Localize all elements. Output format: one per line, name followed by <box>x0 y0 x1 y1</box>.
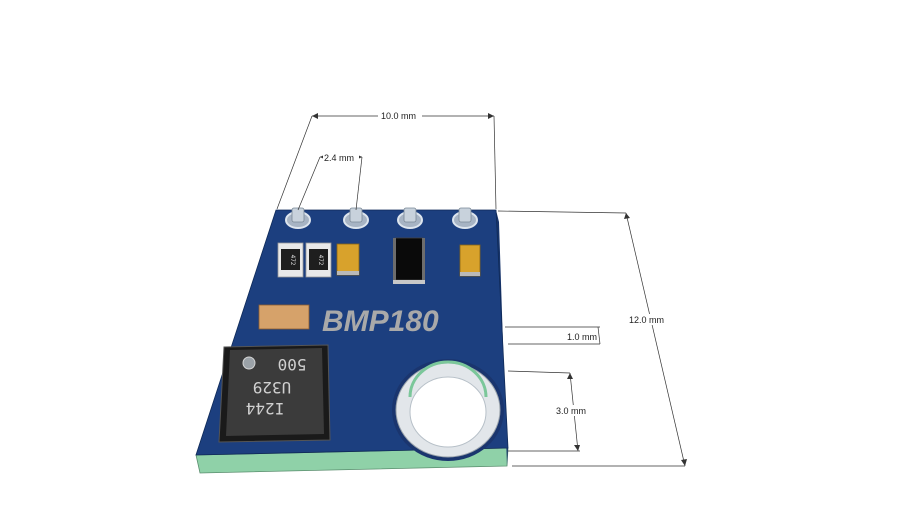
mounting-hole <box>392 359 504 461</box>
capacitor-1 <box>336 243 360 276</box>
dim-board-length: 12.0 mm <box>629 315 664 325</box>
chip-text-line1: 500 <box>278 355 307 374</box>
pressure-sensor-chip: 500 U329 I244 <box>218 344 331 443</box>
chip-text-line2: U329 <box>253 378 292 397</box>
dimension-lines <box>276 115 686 467</box>
dim-pin-pitch: 2.4 mm <box>324 153 354 163</box>
solder-pad <box>258 304 310 330</box>
dim-hole-diameter: 3.0 mm <box>556 406 586 416</box>
pin-hole <box>343 207 369 229</box>
resistor-2: 472 <box>305 242 332 278</box>
pin-holes <box>285 207 478 229</box>
regulator-chip <box>393 237 425 284</box>
sensor-port-icon <box>242 356 256 370</box>
dim-hole-offset: 1.0 mm <box>567 332 597 342</box>
pin-hole <box>452 207 478 229</box>
board-label: BMP180 <box>322 305 439 338</box>
resistor-1: 472 <box>277 242 304 278</box>
pin-hole <box>397 207 423 229</box>
resistor-marking: 472 <box>289 255 296 266</box>
resistor-marking: 472 <box>317 255 324 266</box>
dim-board-width: 10.0 mm <box>381 111 416 121</box>
pin-hole <box>285 207 311 229</box>
chip-text-line3: I244 <box>246 399 285 418</box>
capacitor-2 <box>459 244 481 277</box>
